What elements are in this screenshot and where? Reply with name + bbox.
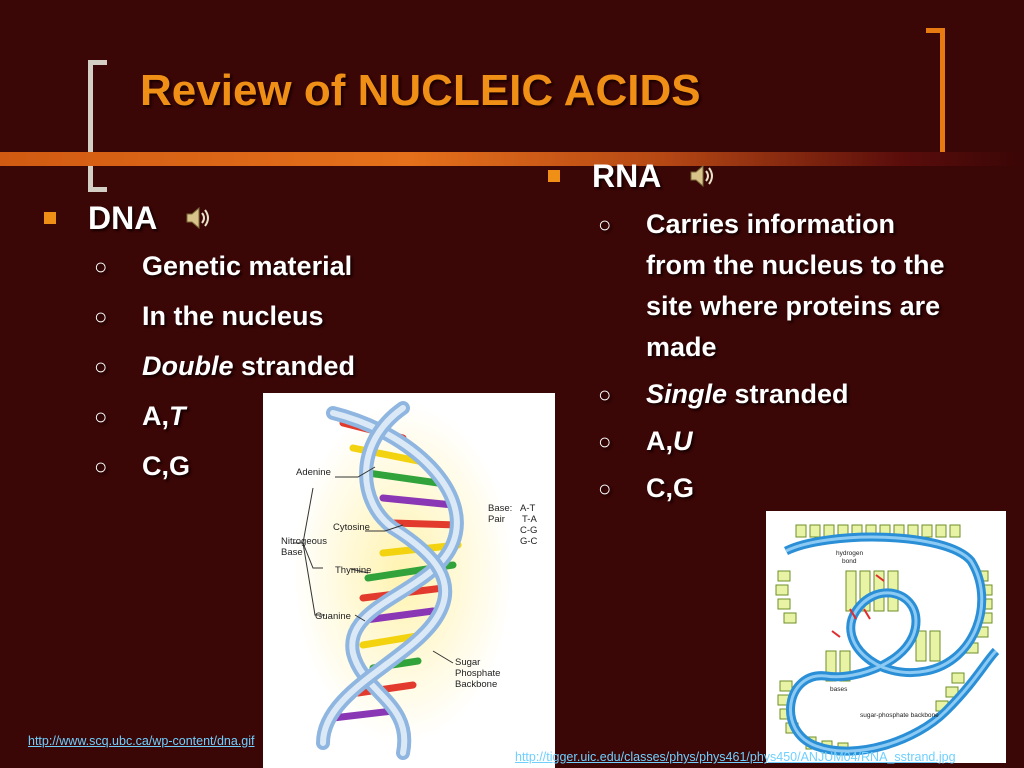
list-item-text: In the nucleus xyxy=(142,301,324,331)
circle-bullet-icon: ○ xyxy=(598,476,612,501)
label-thymine: Thymine xyxy=(335,565,371,576)
list-item: ○ In the nucleus xyxy=(94,296,514,337)
plain-text: A, xyxy=(142,401,169,431)
label-backbone: Backbone xyxy=(455,679,497,690)
list-item-text: C,G xyxy=(142,451,191,481)
label-bases: bases xyxy=(830,686,848,693)
square-bullet-icon xyxy=(548,170,560,182)
list-item-text: Single stranded xyxy=(646,374,988,415)
circle-bullet-icon: ○ xyxy=(598,382,612,407)
dna-image-source-link[interactable]: http://www.scq.ubc.ca/wp-content/dna.gif xyxy=(28,734,255,748)
list-item: ○ Double stranded xyxy=(94,346,514,387)
dna-helix-image: Adenine Cytosine Nitrogeous Base Thymine… xyxy=(263,393,555,768)
label-pair-cg: C-G xyxy=(520,525,537,536)
list-item-text: Double stranded xyxy=(142,346,514,387)
label-base-pair-2: Pair xyxy=(488,514,505,525)
label-cytosine: Cytosine xyxy=(333,522,370,533)
label-pair-at: A-T xyxy=(520,503,536,514)
label-sugar: Sugar xyxy=(455,657,480,668)
list-item: ○ A,T xyxy=(94,396,514,437)
dna-helix-illustration: Adenine Cytosine Nitrogeous Base Thymine… xyxy=(281,401,538,760)
list-item: ○ Carries information from the nucleus to… xyxy=(598,204,988,368)
rna-image-source-link[interactable]: http://tigger.uic.edu/classes/phys/phys4… xyxy=(515,750,956,764)
label-phosphate: Phosphate xyxy=(455,668,500,679)
slide-title: Review of NUCLEIC ACIDS xyxy=(140,66,701,115)
circle-bullet-icon: ○ xyxy=(94,254,108,279)
plain-text: stranded xyxy=(233,351,356,381)
label-sugar-phosphate-backbone: sugar-phosphate backbone xyxy=(860,712,939,719)
circle-bullet-icon: ○ xyxy=(94,354,108,379)
plain-text: stranded xyxy=(727,379,849,409)
rna-heading-row: RNA xyxy=(548,154,968,198)
label-pair-ta: T-A xyxy=(522,514,537,525)
circle-bullet-icon: ○ xyxy=(598,429,612,454)
list-item: ○ Single stranded xyxy=(598,374,988,415)
emphasis-text: Double xyxy=(142,351,234,381)
circle-bullet-icon: ○ xyxy=(94,454,108,479)
left-bracket-decoration xyxy=(88,60,107,192)
list-item-text: A,U xyxy=(646,421,988,462)
label-bond: bond xyxy=(842,558,857,565)
list-item-text: C,G xyxy=(646,473,695,503)
list-item: ○ Genetic material xyxy=(94,246,514,287)
label-nitrogeous: Nitrogeous xyxy=(281,536,327,547)
list-item: ○ A,U xyxy=(598,421,988,462)
label-adenine: Adenine xyxy=(296,467,331,478)
label-hydrogen: hydrogen xyxy=(836,550,863,557)
label-base-pair-1: Base: xyxy=(488,503,512,514)
speaker-icon[interactable] xyxy=(183,203,213,233)
emphasis-text: T xyxy=(169,401,186,431)
dna-heading: DNA xyxy=(88,200,158,236)
dna-heading-row: DNA xyxy=(44,196,514,240)
right-bracket-decoration xyxy=(926,28,945,160)
rna-strand-illustration: hydrogen bond bases sugar-phosphate back… xyxy=(775,524,1000,756)
square-bullet-icon xyxy=(44,212,56,224)
rna-column: RNA ○ Carries information from the nucleu… xyxy=(548,154,968,515)
rna-strand-image: hydrogen bond bases sugar-phosphate back… xyxy=(766,511,1006,763)
label-guanine: Guanine xyxy=(315,611,351,622)
rna-heading: RNA xyxy=(592,158,662,194)
emphasis-text: Single xyxy=(646,379,728,409)
rna-properties-list: ○ Carries information from the nucleus to… xyxy=(548,204,988,509)
list-item-text: Genetic material xyxy=(142,251,353,281)
speaker-icon[interactable] xyxy=(687,161,717,191)
circle-bullet-icon: ○ xyxy=(94,304,108,329)
label-base: Base xyxy=(281,547,303,558)
dna-properties-list: ○ Genetic material ○ In the nucleus ○ Doubl… xyxy=(44,246,514,487)
title-underline-bar xyxy=(0,152,1024,166)
list-item: ○ C,G xyxy=(94,446,514,487)
emphasis-text: U xyxy=(673,426,693,456)
circle-bullet-icon: ○ xyxy=(94,404,108,429)
circle-bullet-icon: ○ xyxy=(598,212,612,237)
list-item-text: A,T xyxy=(142,396,514,437)
plain-text: A, xyxy=(646,426,673,456)
dna-column: DNA ○ Genetic material ○ In the nucleus ○ D… xyxy=(44,196,514,496)
list-item: ○ C,G xyxy=(598,468,988,509)
list-item-text: Carries information from the nucleus to … xyxy=(646,209,945,362)
label-pair-gc: G-C xyxy=(520,536,538,547)
